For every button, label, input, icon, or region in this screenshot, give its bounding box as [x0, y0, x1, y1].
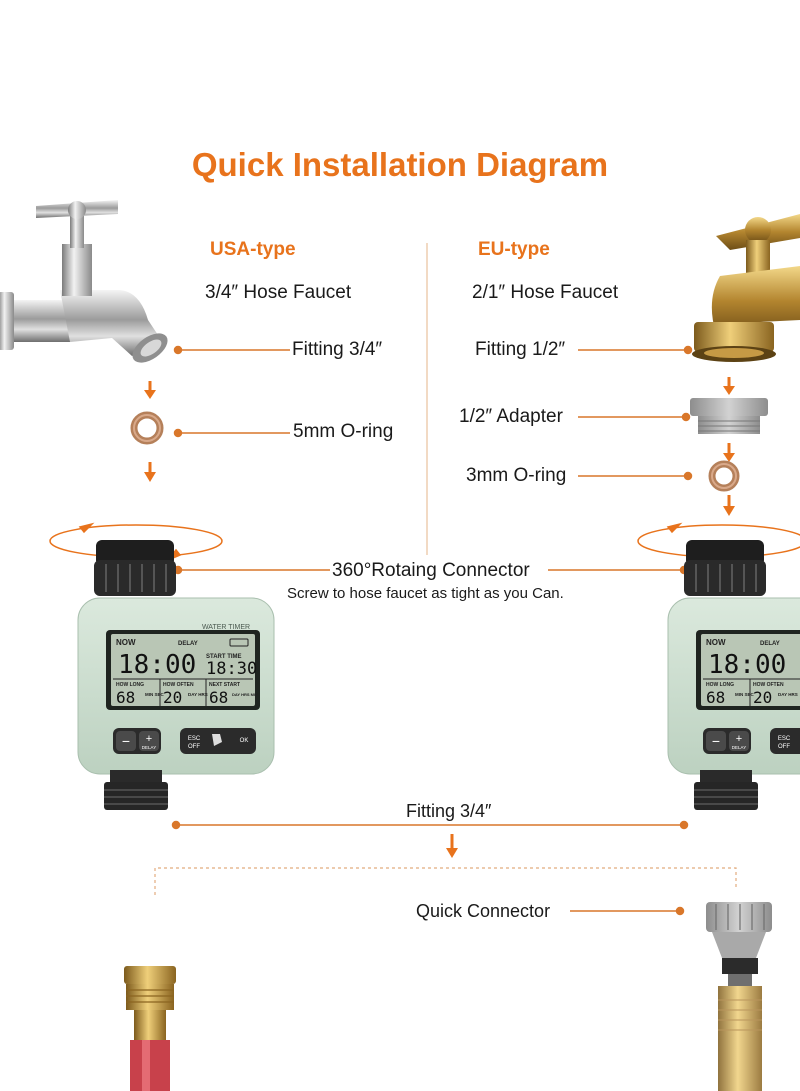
- eu-adapter-image: [690, 398, 768, 434]
- usa-arrow-1: [144, 381, 156, 399]
- eu-oring-image: [708, 460, 740, 492]
- eu-oring-label: 3mm O-ring: [466, 465, 567, 486]
- usa-type-label: USA-type: [210, 239, 296, 260]
- eu-minus-label: −: [712, 733, 720, 749]
- bottom-fitting-leader: [171, 820, 689, 830]
- usa-esc-label: ESC: [188, 736, 201, 742]
- usa-plus-button: [139, 731, 159, 751]
- quick-connector-image: [706, 902, 772, 1091]
- page-title: Quick Installation Diagram: [191, 146, 609, 183]
- usa-tap-icon: [212, 734, 222, 746]
- eu-lcd-now: NOW: [706, 638, 726, 647]
- eu-arrow-2: [723, 443, 735, 462]
- eu-adapter-label: 1/2″ Adapter: [459, 406, 563, 427]
- eu-water-timer: NOW DELAY 18:00 HOW LONG 68 MIN SEC HOW …: [667, 540, 800, 810]
- usa-arrow-2: [144, 462, 156, 482]
- eu-fitting-label: Fitting 1/2″: [475, 339, 566, 360]
- bottom-arrow: [446, 834, 458, 858]
- usa-ok-label: OK: [240, 738, 249, 744]
- usa-lcd-howlong-label: HOW LONG: [116, 682, 144, 688]
- eu-lcd-howlong-unit: MIN SEC: [735, 692, 755, 697]
- usa-plus-label: +: [146, 733, 152, 745]
- dashed-bracket: [154, 867, 737, 895]
- usa-lcd-start-label: START TIME: [206, 654, 242, 660]
- usa-lcd-howlong: 68: [116, 688, 135, 707]
- usa-oring-label: 5mm O-ring: [293, 421, 394, 442]
- usa-oring-image: [130, 411, 164, 445]
- usa-lcd-nextstart: 68: [209, 688, 228, 707]
- usa-fitting-label: Fitting 3/4″: [292, 339, 383, 360]
- eu-fitting-leader: [578, 345, 693, 355]
- usa-lcd-start-time: 18:30: [206, 659, 257, 679]
- eu-lcd-howoften: 20: [753, 688, 772, 707]
- eu-faucet-label: 2/1″ Hose Faucet: [472, 282, 619, 303]
- usa-oring-leader: [173, 428, 290, 438]
- usa-lcd-howlong-unit: MIN SEC: [145, 692, 165, 697]
- usa-esc-sub: OFF: [188, 744, 200, 750]
- eu-esc-label: ESC: [778, 736, 791, 742]
- eu-adapter-leader: [578, 412, 691, 422]
- usa-lcd-delay: DELAY: [178, 641, 198, 647]
- usa-lcd-howoften-label: HOW OFTEN: [163, 682, 194, 688]
- connector-label: 360°Rotaing Connector: [332, 560, 530, 581]
- eu-type-label: EU-type: [478, 239, 550, 260]
- usa-lcd-now: NOW: [116, 638, 136, 647]
- eu-lcd-delay: DELAY: [760, 641, 780, 647]
- eu-lcd-howoften-label: HOW OFTEN: [753, 682, 784, 688]
- hose-fitting-image: [124, 966, 176, 1091]
- usa-lcd-howoften: 20: [163, 688, 182, 707]
- eu-plus-sub: DELAY: [732, 745, 746, 750]
- bottom-fitting-label: Fitting 3/4″: [406, 801, 492, 821]
- usa-minus-label: −: [122, 733, 130, 749]
- eu-plus-label: +: [736, 733, 742, 745]
- quick-connector-label: Quick Connector: [416, 901, 551, 921]
- usa-faucet-image: [0, 200, 168, 363]
- eu-lcd-howlong: 68: [706, 688, 725, 707]
- eu-arrow-1: [723, 377, 735, 395]
- usa-lcd-time: 18:00: [118, 650, 196, 680]
- usa-lcd-howoften-unit: DAY HRS: [188, 692, 208, 697]
- usa-lcd-nextstart-unit: DAY HRS MIN: [232, 692, 258, 697]
- usa-faucet-label: 3/4″ Hose Faucet: [205, 282, 352, 303]
- eu-faucet-image: [692, 214, 800, 362]
- eu-arrow-3: [723, 495, 735, 516]
- eu-oring-leader: [578, 471, 693, 481]
- usa-lcd-nextstart-label: NEXT START: [209, 682, 240, 688]
- eu-lcd-time: 18:00: [708, 650, 786, 680]
- usa-plus-sub: DELAY: [142, 745, 156, 750]
- quick-connector-leader: [570, 906, 685, 916]
- eu-esc-sub: OFF: [778, 744, 790, 750]
- usa-fitting-leader: [173, 345, 290, 355]
- usa-minus-button: [116, 731, 136, 751]
- connector-note: Screw to hose faucet as tight as you Can…: [287, 585, 564, 602]
- eu-lcd-howoften-unit: DAY HRS: [778, 692, 798, 697]
- usa-water-timer: WATER TIMER NOW DELAY 18:00 START TIME 1…: [77, 540, 275, 810]
- connector-leader: [173, 565, 689, 575]
- usa-timer-brand: WATER TIMER: [202, 624, 250, 631]
- eu-lcd-howlong-label: HOW LONG: [706, 682, 734, 688]
